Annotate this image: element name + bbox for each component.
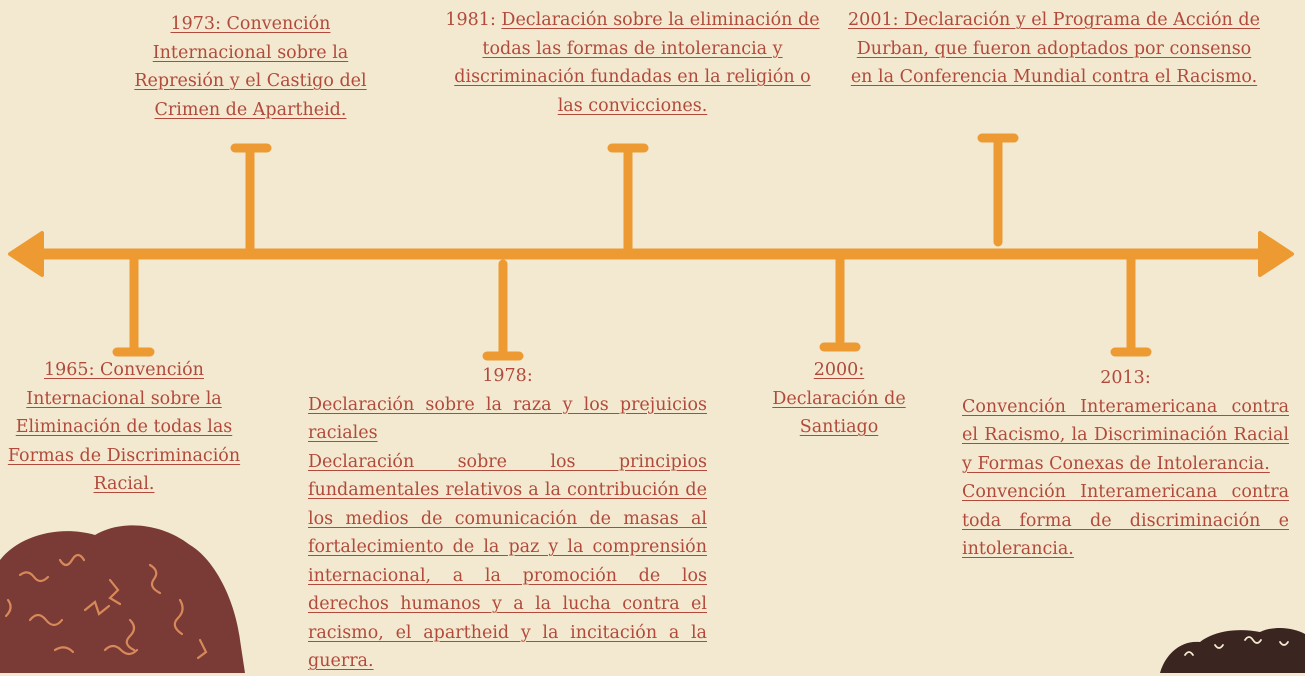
event-1978-label: 1978: Declaración sobre la raza y los pr… bbox=[308, 362, 707, 676]
event-2013-item-1[interactable]: Convención Interamericana contra el Raci… bbox=[962, 396, 1289, 474]
event-1981-link[interactable]: Declaración sobre la eliminación de toda… bbox=[454, 10, 820, 116]
event-2000-label[interactable]: 2000: Declaración de Santiago bbox=[770, 356, 908, 442]
event-1978-year: 1978: bbox=[482, 366, 533, 386]
tick-2001 bbox=[977, 133, 1019, 247]
arrow-left-icon bbox=[8, 231, 44, 277]
event-1973-label[interactable]: 1973: Convención Internacional sobre la … bbox=[118, 10, 383, 124]
event-1965-link[interactable]: 1965: Convención Internacional sobre la … bbox=[7, 360, 241, 494]
crowd-illustration-right bbox=[1160, 627, 1305, 673]
tick-1965 bbox=[112, 255, 155, 357]
event-1981-year: 1981: bbox=[445, 10, 496, 30]
tick-1978 bbox=[482, 259, 524, 361]
event-2013-year: 2013: bbox=[1100, 368, 1151, 388]
event-1965-label[interactable]: 1965: Convención Internacional sobre la … bbox=[2, 356, 246, 499]
tick-2000 bbox=[819, 255, 861, 352]
event-2013-label: 2013: Convención Interamericana contra e… bbox=[962, 364, 1289, 564]
event-1981-label[interactable]: 1981: Declaración sobre la eliminación d… bbox=[440, 6, 825, 120]
crowd-illustration-left bbox=[0, 525, 245, 673]
event-1973-link[interactable]: 1973: Convención Internacional sobre la … bbox=[134, 14, 367, 120]
tick-2013 bbox=[1110, 255, 1152, 357]
event-2001-link[interactable]: 2001: Declaración y el Programa de Acció… bbox=[848, 10, 1260, 87]
arrow-right-icon bbox=[1258, 231, 1294, 277]
tick-1981 bbox=[607, 143, 649, 253]
event-2013-item-2[interactable]: Convención Interamericana contra toda fo… bbox=[962, 482, 1289, 559]
event-2001-label[interactable]: 2001: Declaración y el Programa de Acció… bbox=[845, 6, 1263, 92]
event-2000-link[interactable]: 2000: Declaración de Santiago bbox=[772, 360, 906, 437]
event-1978-item-2[interactable]: Declaración sobre los principios fundame… bbox=[308, 451, 707, 672]
event-1978-item-1[interactable]: Declaración sobre la raza y los prejuici… bbox=[308, 394, 707, 444]
tick-1973 bbox=[230, 143, 272, 253]
